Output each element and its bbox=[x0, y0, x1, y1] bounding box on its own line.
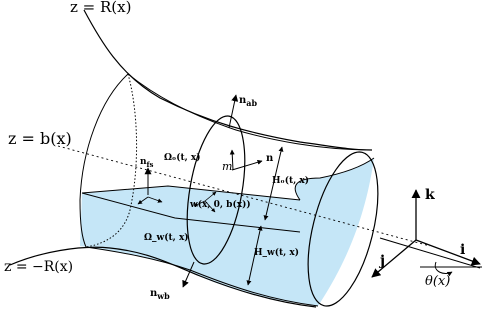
label-Hw: H_w(t, x) bbox=[254, 247, 299, 258]
label-omega-w: Ω_w(t, x) bbox=[144, 232, 189, 243]
n-ab-arrow bbox=[228, 94, 239, 129]
Ho-dimension-arrow bbox=[263, 146, 284, 221]
fs-frame-x bbox=[147, 196, 163, 203]
label-w-point: w(x, 0, b(x)) bbox=[189, 199, 251, 210]
free-surface-back bbox=[81, 185, 301, 201]
n-arrow bbox=[231, 159, 263, 171]
w-frame-a bbox=[204, 191, 217, 202]
theta-arc bbox=[434, 261, 453, 277]
free-surface-bump bbox=[294, 157, 375, 201]
lower-boundary-curve bbox=[9, 246, 317, 308]
label-omega-o: Ωₒ(t, x) bbox=[164, 152, 201, 163]
label-theta: θ(x) bbox=[425, 274, 450, 289]
label-k: k bbox=[425, 187, 435, 203]
right-end-cap bbox=[307, 151, 379, 307]
label-i: i bbox=[460, 242, 465, 258]
label-Ho: Hₒ(t, x) bbox=[272, 175, 309, 186]
centerline bbox=[57, 145, 431, 247]
label-m: m bbox=[222, 160, 232, 173]
label-z-lower: z = −R(x) bbox=[4, 259, 73, 275]
label-n: n bbox=[266, 153, 274, 164]
label-z-mid: z = b(x) bbox=[8, 129, 72, 148]
i-axis-arrow bbox=[415, 239, 481, 266]
w-frame-c bbox=[204, 200, 216, 213]
m-arrow bbox=[229, 149, 235, 171]
n-wb-arrow bbox=[182, 261, 195, 288]
left-end-cap-back bbox=[85, 73, 138, 248]
label-n-fs: nfs bbox=[140, 157, 154, 169]
Hw-dimension-arrow bbox=[246, 225, 263, 286]
label-z-upper: z = R(x) bbox=[70, 0, 131, 16]
left-end-cap-front bbox=[79, 73, 129, 248]
slope-line bbox=[379, 237, 481, 269]
upper-boundary-curve bbox=[83, 9, 373, 151]
water-region bbox=[80, 158, 374, 306]
w-frame-b bbox=[193, 200, 206, 207]
label-n-wb: nwb bbox=[150, 288, 170, 301]
label-j: j bbox=[378, 253, 385, 269]
pipe-top-outline bbox=[127, 73, 373, 151]
j-axis-arrow bbox=[371, 239, 417, 278]
label-n-ab: nab bbox=[239, 95, 257, 108]
fs-frame-y bbox=[137, 196, 149, 205]
cross-section-ring bbox=[186, 115, 246, 265]
